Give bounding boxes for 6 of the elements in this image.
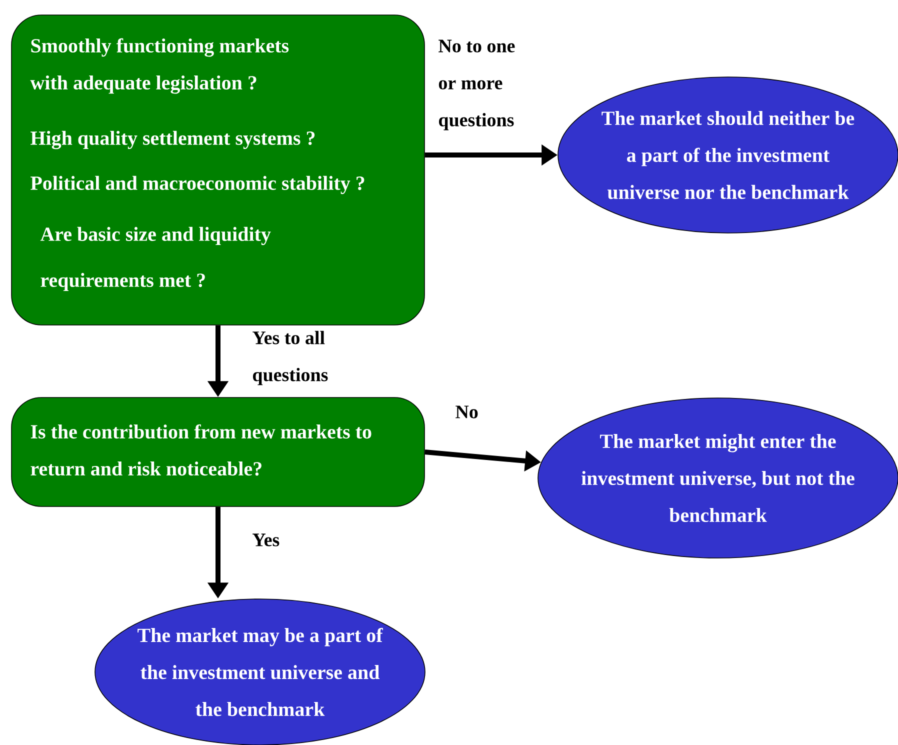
edge-label: No to one or more questions (438, 40, 515, 130)
edge-label: Yes to all questions (252, 330, 328, 386)
edge-label: Yes (252, 534, 280, 546)
decision-box: Smoothly functioning markets with adequate legislation ? High quality settlement systems ? Political and macroeconomic stability ? Are basic size and liquidity requirements met ? (11, 14, 425, 326)
edge-label: No (456, 406, 478, 418)
decision-box: Is the contribution from new markets to return and risk noticeable? (11, 397, 425, 507)
